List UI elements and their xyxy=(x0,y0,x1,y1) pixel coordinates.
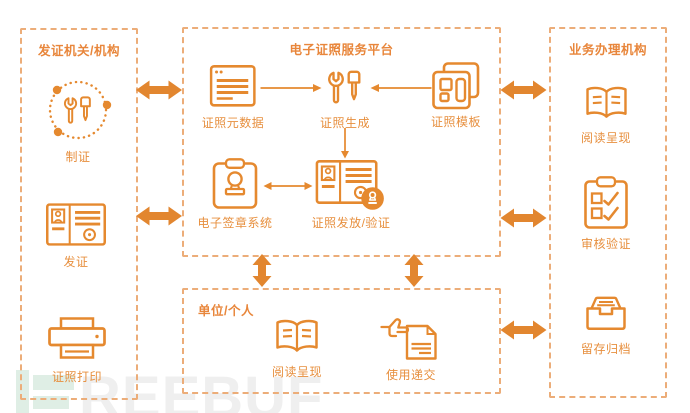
id-card-icon xyxy=(46,203,106,246)
platform-group-box: 电子证照服务平台 xyxy=(182,27,501,257)
watermark: REEBUF xyxy=(16,366,323,413)
node-label: 审核验证 xyxy=(580,237,632,251)
consumer-group-title: 单位/个人 xyxy=(198,304,254,318)
hand-submit-document-icon xyxy=(380,318,437,360)
archive-box-icon xyxy=(586,296,626,331)
issuer-group-box: 发证机关/机构 xyxy=(20,28,138,400)
node-label: 证照发放/验证 xyxy=(311,216,391,230)
node-certificate-print: 证照打印 xyxy=(47,317,107,385)
node-label: 制证 xyxy=(65,150,91,164)
node-audit-verification: 审核验证 xyxy=(581,176,631,252)
tools-icon xyxy=(328,70,361,104)
id-card-stamp-badge-icon xyxy=(316,160,385,210)
node-certificate-issue: 发证 xyxy=(46,203,106,270)
business-group-title: 业务办理机构 xyxy=(568,43,647,57)
node-label: 电子签章系统 xyxy=(197,216,273,230)
stacked-templates-icon xyxy=(432,62,480,110)
checklist-clipboard-icon xyxy=(584,176,628,229)
open-book-icon xyxy=(274,318,320,356)
arrow-platform-consumer-left xyxy=(252,254,272,287)
arrow-generation-to-issuance xyxy=(341,128,349,159)
printer-icon xyxy=(48,317,106,359)
watermark-text: REEBUF xyxy=(79,365,324,413)
business-group-box: 业务办理机构 xyxy=(549,27,667,398)
node-read-present-business: 阅读呈现 xyxy=(581,85,631,146)
node-label: 发证 xyxy=(63,255,89,269)
node-label: 留存归档 xyxy=(580,342,632,356)
arrow-consumer-business xyxy=(500,320,547,340)
arrow-signature-issuance-bidirectional xyxy=(263,182,313,190)
node-use-submit: 使用递交 xyxy=(380,315,442,383)
node-label: 证照模板 xyxy=(430,115,482,129)
node-label: 阅读呈现 xyxy=(580,131,632,145)
stamp-clipboard-icon xyxy=(212,158,258,209)
consumer-group-box: 单位/个人 xyxy=(182,288,501,394)
node-label: 证照生成 xyxy=(319,116,371,130)
node-certificate-issuance-verification: 证照发放/验证 xyxy=(312,160,391,231)
node-certificate-generation: 证照生成 xyxy=(320,64,370,131)
arrow-platform-business-middle xyxy=(500,208,547,228)
arrow-issuer-platform-top xyxy=(136,80,182,100)
node-label: 使用递交 xyxy=(385,368,436,382)
arrow-platform-business-top xyxy=(500,80,547,100)
browser-data-icon xyxy=(209,65,256,107)
open-book-icon xyxy=(583,85,628,122)
tools-dotted-circle-icon xyxy=(48,80,112,140)
node-certificate-template: 证照模板 xyxy=(431,62,481,130)
node-label: 阅读呈现 xyxy=(271,365,323,379)
node-label: 证照打印 xyxy=(51,370,102,384)
node-archive: 留存归档 xyxy=(581,293,631,357)
arrow-platform-consumer-right xyxy=(404,254,424,287)
node-certificate-making: 制证 xyxy=(40,78,116,165)
issuer-group-title: 发证机关/机构 xyxy=(38,44,120,58)
arrow-template-to-generation xyxy=(370,84,432,92)
platform-group-title: 电子证照服务平台 xyxy=(289,43,394,57)
node-certificate-metadata: 证照元数据 xyxy=(202,65,265,131)
arrow-metadata-to-generation xyxy=(260,84,322,92)
node-label: 证照元数据 xyxy=(201,116,265,130)
node-esignature-system: 电子签章系统 xyxy=(197,158,272,231)
arrow-issuer-platform-bottom xyxy=(136,206,182,226)
node-read-present-consumer: 阅读呈现 xyxy=(272,318,322,380)
